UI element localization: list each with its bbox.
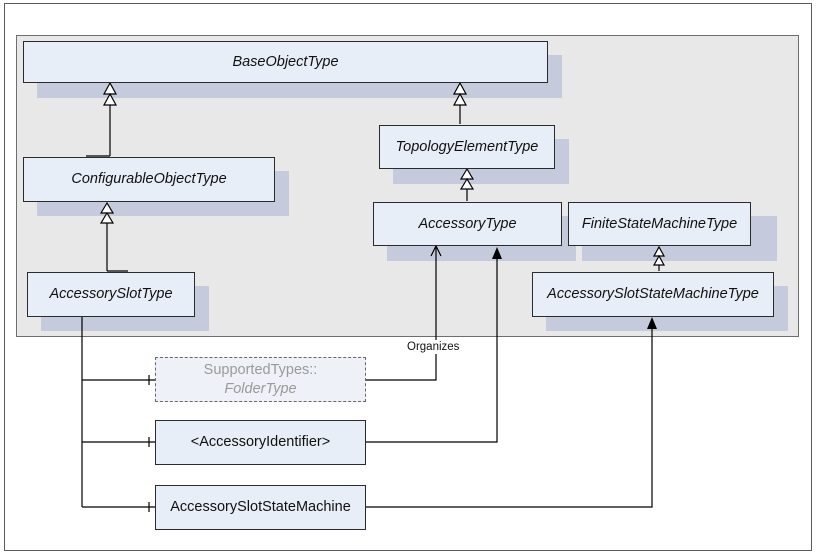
configurable-object-type-box: ConfigurableObjectType [23, 157, 275, 202]
inheritance-arrow-fsm-2 [652, 254, 666, 266]
state-machine-type-definition-line [365, 320, 653, 508]
supported-types-folder-box: SupportedTypes:: FolderType [155, 357, 366, 402]
accessory-slot-state-machine-box: AccessorySlotStateMachine [155, 485, 366, 530]
organizes-arrowhead [430, 244, 442, 257]
accessory-type-box: AccessoryType [373, 202, 562, 246]
supported-types-name: SupportedTypes:: [203, 362, 318, 379]
topology-element-type-box: TopologyElementType [379, 125, 555, 169]
accessory-slot-type-box: AccessorySlotType [27, 272, 195, 317]
inheritance-arrow-base-left-1 [102, 81, 118, 95]
inheritance-arrow-configurable-1 [99, 201, 115, 214]
accessory-identifier-box: <AccessoryIdentifier> [155, 420, 366, 465]
inheritance-arrow-base-left-2 [102, 92, 118, 106]
inheritance-arrow-topology-1 [459, 167, 475, 180]
supported-types-type: FolderType [224, 380, 297, 397]
organizes-reference-line [365, 247, 437, 381]
accessory-slot-state-machine-type-box: AccessorySlotStateMachineType [532, 272, 774, 317]
identifier-type-definition-line [365, 250, 498, 443]
organizes-label: Organizes [406, 340, 461, 354]
identifier-type-definition-arrowhead [492, 247, 502, 259]
base-object-type-box: BaseObjectType [23, 41, 548, 83]
inheritance-arrow-base-right-2 [452, 92, 468, 106]
finite-state-machine-type-box: FiniteStateMachineType [568, 202, 751, 246]
inheritance-arrow-fsm-1 [652, 245, 666, 257]
inheritance-arrow-base-right-1 [452, 81, 468, 95]
state-machine-type-definition-arrowhead [647, 317, 657, 329]
inheritance-arrow-topology-2 [459, 177, 475, 190]
inheritance-arrow-configurable-2 [99, 211, 115, 224]
